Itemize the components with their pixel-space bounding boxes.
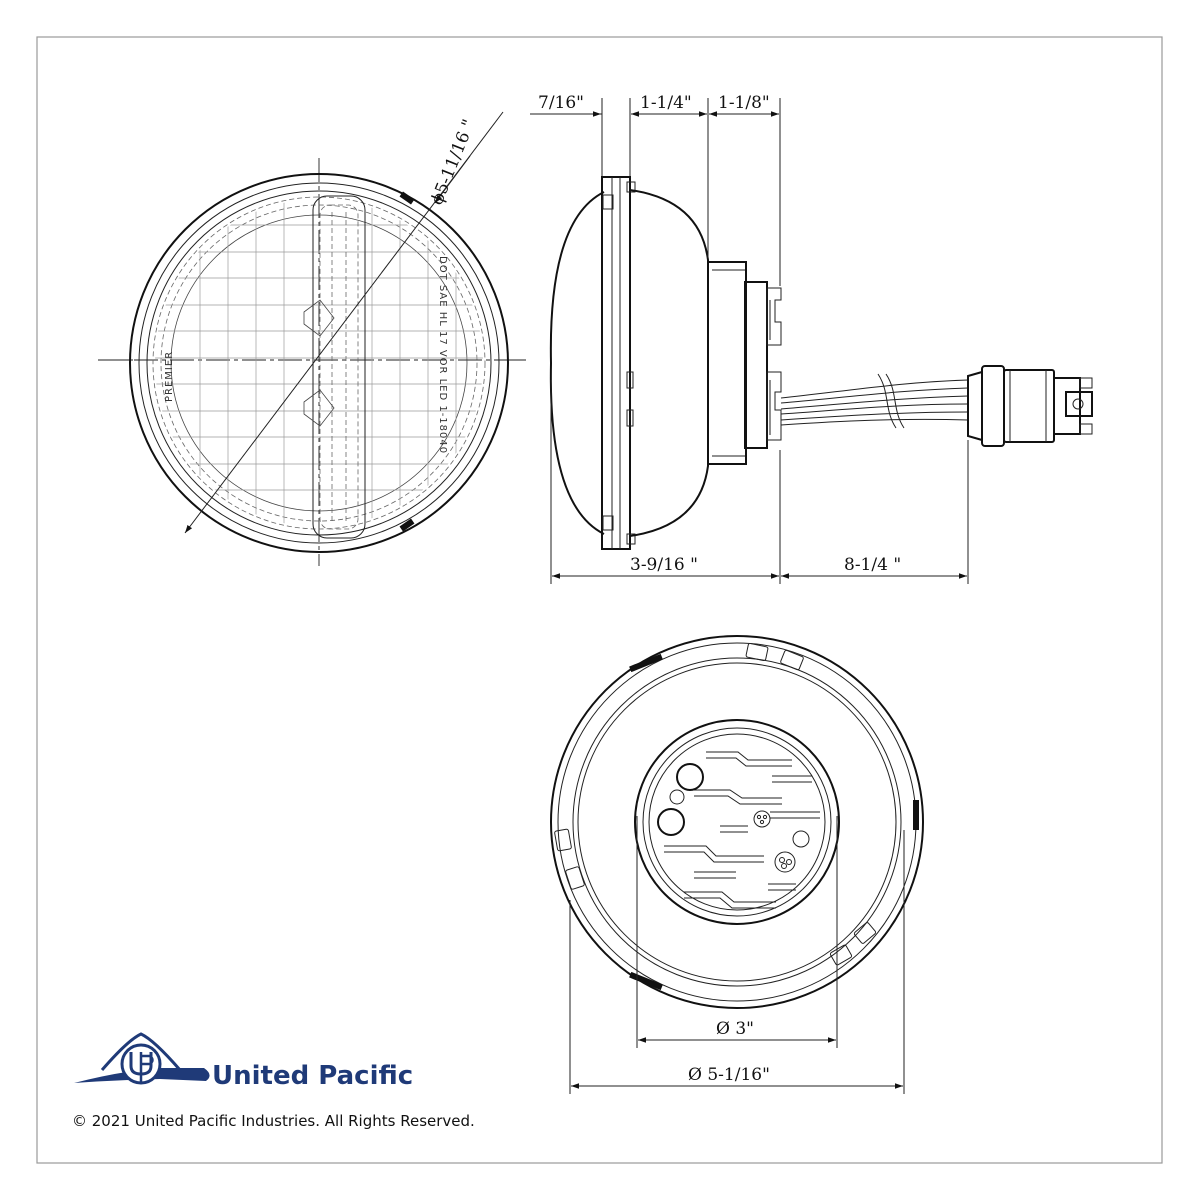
lens-brand-mark: PREMIER	[164, 351, 175, 402]
company-logo: United Pacific	[74, 1032, 413, 1091]
led-light-bar	[312, 195, 366, 539]
copyright-notice: © 2021 United Pacific Industries. All Ri…	[72, 1112, 475, 1130]
side-view: 7/16" 1-1/4" 1-1/8" 3-9/16 " 8-1/4 "	[530, 93, 1093, 584]
rear-view: Ø 3" Ø 5-1/16"	[550, 635, 924, 1094]
overall-depth-label: 3-9/16 "	[630, 555, 698, 575]
body-depth-label: 1-1/4"	[640, 93, 692, 113]
connector-hole-lower	[657, 808, 685, 836]
flange-depth-label: 7/16"	[538, 93, 584, 113]
front-diameter-label: ϕ5-11/16 "	[427, 117, 479, 208]
base-depth-label: 1-1/8"	[718, 93, 770, 113]
connector-hole-upper	[676, 763, 704, 791]
wire-harness	[780, 373, 969, 429]
wire-length-label: 8-1/4 "	[844, 555, 901, 575]
heat-sink-fins	[664, 751, 820, 909]
base-diameter-label: Ø 3"	[716, 1019, 754, 1039]
rear-diameter-label: Ø 5-1/16"	[688, 1065, 770, 1085]
company-name: United Pacific	[212, 1061, 413, 1091]
rear-base-cylinder	[634, 719, 840, 925]
reflector-housing	[629, 189, 709, 537]
rear-outer-rim	[550, 635, 924, 1009]
lens-grid	[155, 199, 483, 527]
outer-bezel	[129, 173, 509, 553]
base-cylinder	[707, 261, 747, 465]
lens-dome	[549, 191, 605, 535]
flange	[601, 176, 631, 550]
front-view: PREMIER DOT SAE HL 17 VOR LED 1-18040 ϕ5…	[98, 111, 530, 566]
h4-connector	[967, 365, 1093, 447]
lens-marking: DOT SAE HL 17 VOR LED 1-18040	[437, 256, 448, 454]
sheet-border	[36, 36, 1163, 1164]
